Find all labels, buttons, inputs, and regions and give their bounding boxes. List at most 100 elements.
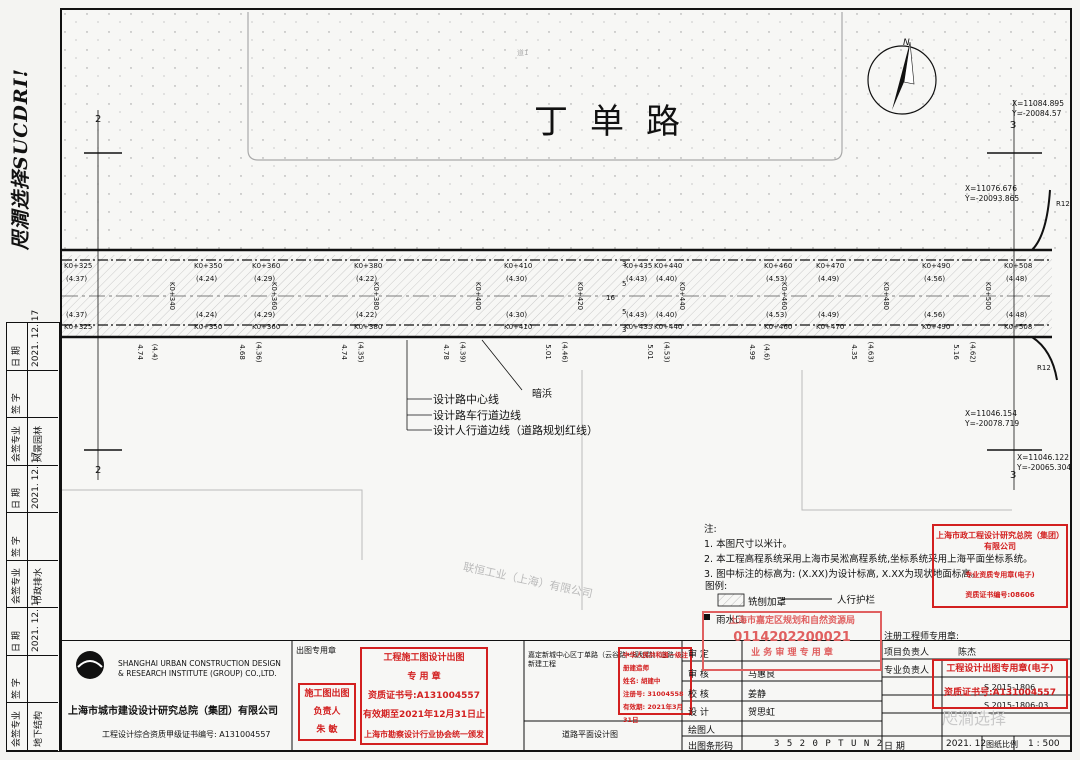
station-bottom: K0+435 [624, 323, 653, 331]
role-review: 审 核 [688, 670, 709, 680]
station-bottom: K0+380 [354, 323, 383, 331]
section-marker-left-top: 2 [95, 114, 102, 125]
signature-row: 签 字 [7, 370, 58, 419]
elevation-bottom: (4.30) [506, 311, 528, 319]
engineer-label: 注册工程师专用章: [884, 632, 960, 642]
existing-elevation: (4.35) [356, 341, 365, 363]
center-station: K0+360 [270, 281, 279, 311]
elevation-top: (4.22) [356, 275, 378, 283]
elevation-top: (4.29) [254, 275, 276, 283]
center-station: K0+480 [882, 281, 891, 311]
signature-value: 2021. 12. 17 [31, 451, 41, 510]
existing-elevation: (4.62) [968, 341, 977, 363]
faint-road-label: 道1 [517, 49, 529, 57]
role-design: 设 计 [688, 708, 709, 718]
signature-row: 签 字 [7, 655, 58, 704]
dim-label-c: 3 [622, 260, 627, 268]
ground-elevation: 4.68 [237, 344, 246, 360]
elevation-bottom: (4.24) [196, 311, 218, 319]
note-1: 1. 本图尺寸以米计。 [704, 539, 793, 550]
center-station: K0+340 [168, 281, 177, 311]
station-top: K0+325 [64, 262, 93, 270]
designer-name: 贺思虹 [748, 708, 776, 718]
elevation-bottom: (4.43) [626, 311, 648, 319]
station-top: K0+440 [654, 262, 683, 270]
ground-elevation: 4.78 [441, 344, 450, 360]
signature-role: 日 期 [12, 345, 22, 367]
ditch-label: 暗浜 [532, 389, 552, 400]
station-top: K0+410 [504, 262, 533, 270]
signature-value: 2021. 12. 17 [31, 594, 41, 652]
center-station: K0+500 [984, 281, 993, 311]
role-approve: 审 定 [688, 650, 709, 660]
elevation-top: (4.56) [924, 275, 946, 283]
note-3: 3. 图中标注的标高为: (X.XX)为设计标高, X.XX为现状地面标高。 [704, 569, 981, 580]
existing-elevation: (4.46) [560, 341, 569, 363]
drawing-code: S 2015-1806-03 [984, 701, 1049, 710]
qualification-stamp: 上海市政工程设计研究总院（集团）有限公司 专业资质专用章(电子) 资质证书编号:… [932, 524, 1068, 608]
station-bottom: K0+470 [816, 323, 845, 331]
chutu-label: 出图专用章 [296, 646, 336, 655]
barcode: 3 5 2 0 P T U N 2 [774, 739, 884, 749]
signature-row: 会签专业市政排水 [7, 560, 58, 609]
elevation-top: (4.30) [506, 275, 528, 283]
dim-label-b: 5 [622, 308, 627, 316]
project-lead-label: 项目负责人 [884, 648, 930, 658]
ground-elevation: 5.01 [645, 344, 654, 360]
signature-row: 会签专业地下结构 [7, 703, 58, 751]
station-top: K0+435 [624, 262, 653, 270]
elevation-bottom: (4.37) [66, 311, 88, 319]
barcode-label: 出图条形码 [688, 742, 734, 752]
existing-elevation: (4.6) [762, 343, 771, 361]
date-value: 2021. 12 [946, 739, 987, 749]
wechat-watermark: 咫澗选择 [942, 709, 1007, 728]
station-top: K0+360 [252, 262, 281, 270]
elevation-bottom: (4.49) [818, 311, 840, 319]
station-bottom: K0+508 [1004, 323, 1033, 331]
station-top: K0+508 [1004, 262, 1033, 270]
station-bottom: K0+440 [654, 323, 683, 331]
station-bottom: K0+325 [64, 323, 93, 331]
station-bottom: K0+410 [504, 323, 533, 331]
signature-value: 地下结构 [34, 710, 44, 747]
elevation-top: (4.37) [66, 275, 88, 283]
elevation-bottom: (4.48) [1006, 311, 1028, 319]
signature-role: 会签专业 [12, 425, 22, 462]
radius-label-bottom: R12 [1037, 364, 1051, 372]
org-english-line1: SHANGHAI URBAN CONSTRUCTION DESIGN [118, 659, 281, 668]
dim-label-d: 3 [622, 326, 627, 334]
legend-title: 图例: [705, 581, 728, 592]
issuing-stamp: 施工图出图负责人朱 敏 [298, 683, 356, 741]
notes-heading: 注: [704, 524, 717, 535]
center-station: K0+400 [474, 281, 483, 311]
center-station: K0+420 [576, 281, 585, 311]
station-top: K0+470 [816, 262, 845, 270]
elevation-top: (4.43) [626, 275, 648, 283]
dim-label-a: 5 [622, 280, 627, 288]
elevation-top: (4.24) [196, 275, 218, 283]
elevation-top: (4.48) [1006, 275, 1028, 283]
scale-value: 1 : 500 [1028, 739, 1060, 749]
legend-center-line: 设计路中心线 [433, 393, 499, 406]
signature-role: 签 字 [12, 678, 22, 700]
signature-role: 签 字 [12, 393, 22, 415]
elevation-top: (4.49) [818, 275, 840, 283]
center-station: K0+380 [372, 281, 381, 311]
role-check: 校 核 [688, 690, 709, 700]
elevation-bottom: (4.29) [254, 311, 276, 319]
station-top: K0+350 [194, 262, 223, 270]
existing-elevation: (4.36) [254, 341, 263, 363]
center-station: K0+460 [780, 281, 789, 311]
note-2: 2. 本工程高程系统采用上海市吴淞高程系统,坐标系统采用上海平面坐标系统。 [704, 554, 1033, 565]
date-label: 日 期 [884, 742, 905, 752]
signature-row: 会签专业风景园林 [7, 418, 58, 466]
signature-role: 签 字 [12, 535, 22, 557]
existing-elevation: (4.39) [458, 341, 467, 363]
